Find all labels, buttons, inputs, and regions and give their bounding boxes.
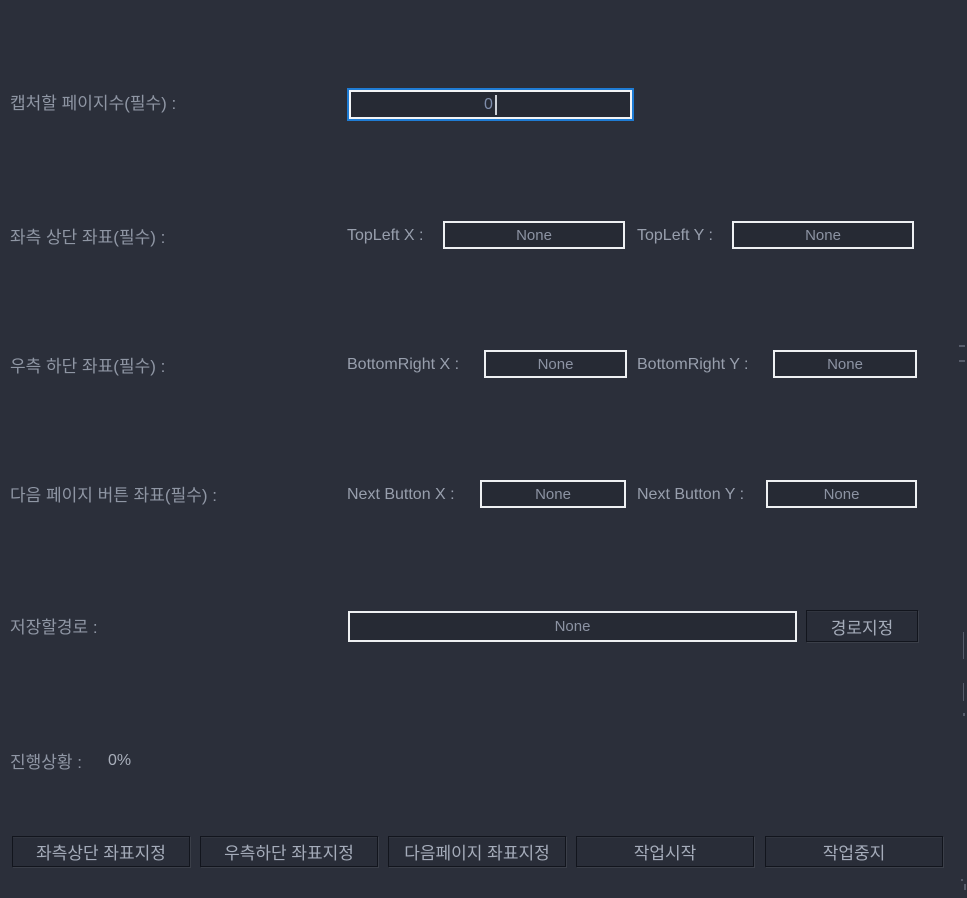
start-job-button[interactable]: 작업시작 bbox=[576, 836, 754, 867]
bottomright-y-label: BottomRight Y : bbox=[637, 356, 749, 373]
edge-fragment bbox=[959, 345, 965, 347]
edge-fragment bbox=[963, 713, 965, 716]
nextbutton-y-value: None bbox=[823, 485, 860, 503]
topleft-x-input[interactable]: None bbox=[443, 221, 625, 249]
topleft-label: 좌측 상단 좌표(필수) : bbox=[10, 228, 166, 247]
nextbutton-label: 다음 페이지 버튼 좌표(필수) : bbox=[10, 486, 217, 505]
text-cursor bbox=[494, 94, 497, 115]
save-path-value: None bbox=[554, 618, 591, 635]
edge-fragment bbox=[963, 683, 964, 701]
progress-value: 0% bbox=[108, 752, 132, 769]
set-topleft-button[interactable]: 좌측상단 좌표지정 bbox=[12, 836, 190, 867]
save-path-label: 저장할경로 : bbox=[10, 618, 98, 637]
progress-label: 진행상황 : bbox=[10, 753, 83, 772]
bottomright-label: 우측 하단 좌표(필수) : bbox=[10, 357, 166, 376]
set-nextpage-button[interactable]: 다음페이지 좌표지정 bbox=[388, 836, 566, 867]
nextbutton-x-label: Next Button X : bbox=[347, 486, 455, 503]
bottomright-y-input[interactable]: None bbox=[773, 350, 917, 378]
topleft-y-value: None bbox=[805, 226, 841, 244]
bottomright-y-value: None bbox=[827, 355, 863, 373]
capture-pages-input[interactable]: 0 bbox=[347, 88, 634, 121]
edge-fragment bbox=[964, 884, 966, 890]
topleft-y-input[interactable]: None bbox=[732, 221, 914, 249]
edge-fragment bbox=[963, 632, 964, 659]
capture-pages-value: 0 bbox=[484, 95, 493, 113]
set-path-button[interactable]: 경로지정 bbox=[806, 610, 918, 642]
capture-pages-label: 캡처할 페이지수(필수) : bbox=[10, 94, 177, 113]
edge-fragment bbox=[961, 879, 963, 881]
set-bottomright-button[interactable]: 우측하단 좌표지정 bbox=[200, 836, 378, 867]
nextbutton-y-label: Next Button Y : bbox=[637, 486, 745, 503]
bottomright-x-input[interactable]: None bbox=[484, 350, 627, 378]
stop-job-button[interactable]: 작업중지 bbox=[765, 836, 943, 867]
bottomright-x-label: BottomRight X : bbox=[347, 356, 460, 373]
bottomright-x-value: None bbox=[537, 355, 574, 373]
nextbutton-y-input[interactable]: None bbox=[766, 480, 917, 508]
save-path-input[interactable]: None bbox=[348, 611, 797, 642]
nextbutton-x-input[interactable]: None bbox=[480, 480, 626, 508]
edge-fragment bbox=[959, 360, 965, 362]
nextbutton-x-value: None bbox=[535, 485, 571, 503]
topleft-x-label: TopLeft X : bbox=[347, 227, 424, 244]
topleft-x-value: None bbox=[516, 226, 552, 244]
topleft-y-label: TopLeft Y : bbox=[637, 227, 713, 244]
